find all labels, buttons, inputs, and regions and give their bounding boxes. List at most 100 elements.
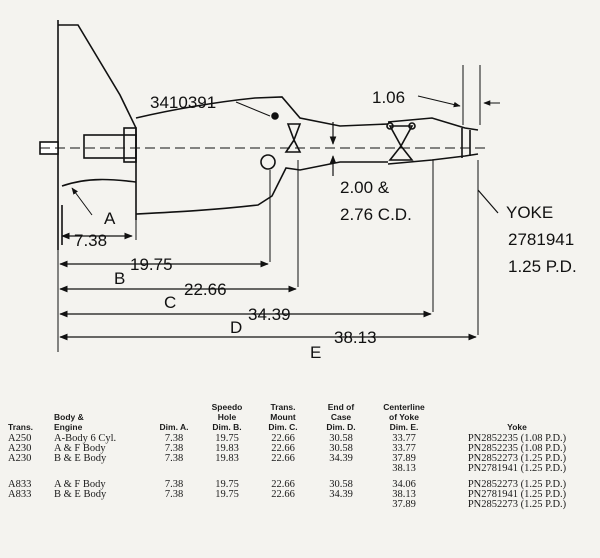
col-dim-e-line2: of Yoke bbox=[389, 412, 419, 422]
cell-dim-b: 19.75 bbox=[215, 479, 239, 490]
cell-trans bbox=[6, 464, 52, 474]
transmission-outline bbox=[39, 20, 479, 250]
cell-dim-d: 34.39 bbox=[329, 489, 353, 500]
col-yoke: Yoke bbox=[507, 422, 527, 432]
yoke-part-number: 2781941 bbox=[508, 230, 574, 249]
cell-dim-e: 33.77 bbox=[392, 443, 416, 454]
cell-body: A & F Body bbox=[54, 479, 106, 490]
table-row: A230 A & F Body 7.38 19.83 22.66 30.58 3… bbox=[6, 443, 596, 454]
cell-body bbox=[52, 464, 148, 474]
cell-dim-a: 7.38 bbox=[164, 489, 184, 500]
cell-dim-b: 19.83 bbox=[215, 453, 239, 464]
mount-offset-label-2: 2.76 C.D. bbox=[340, 205, 412, 224]
cell-dim-a: 7.38 bbox=[164, 443, 184, 454]
dimension-table-container: Trans. Body & Engine Dim. A. Speedo Hole… bbox=[6, 402, 596, 510]
col-body-line1: Body & bbox=[54, 412, 84, 422]
col-dim-d: End of Case Dim. D. bbox=[312, 402, 370, 434]
col-dim-e: Centerline of Yoke Dim. E. bbox=[370, 402, 438, 434]
dimension-table: Trans. Body & Engine Dim. A. Speedo Hole… bbox=[6, 402, 596, 510]
col-dim-b-line2: Hole bbox=[217, 412, 237, 422]
col-dim-c: Trans. Mount Dim. C. bbox=[254, 402, 312, 434]
cell-dim-e: 37.89 bbox=[392, 453, 416, 464]
dim-b-value: 19.75 bbox=[130, 255, 173, 274]
cell-dim-b: 19.75 bbox=[215, 489, 239, 500]
reference-lines bbox=[57, 65, 481, 352]
cell-dim-a bbox=[148, 500, 200, 510]
yoke-pitch-diameter: 1.25 P.D. bbox=[508, 257, 577, 276]
cell-dim-e: 38.13 bbox=[392, 489, 416, 500]
cell-dim-a: 7.38 bbox=[164, 479, 184, 490]
dim-a-letter: A bbox=[104, 209, 116, 228]
cell-body bbox=[52, 500, 148, 510]
table-header-row: Trans. Body & Engine Dim. A. Speedo Hole… bbox=[6, 402, 596, 434]
dim-d-letter: D bbox=[230, 318, 242, 337]
cell-body: A-Body 6 Cyl. bbox=[54, 433, 117, 444]
cell-dim-d: 30.58 bbox=[329, 479, 353, 490]
cell-trans: A230 bbox=[8, 443, 32, 454]
table-row: A833 A & F Body 7.38 19.75 22.66 30.58 3… bbox=[6, 474, 596, 490]
cell-dim-e: 33.77 bbox=[392, 433, 416, 444]
cell-trans: A230 bbox=[8, 453, 32, 464]
cell-trans bbox=[6, 500, 52, 510]
cell-dim-d bbox=[312, 464, 370, 474]
col-body-engine: Body & Engine bbox=[52, 402, 148, 434]
dim-a-leader bbox=[71, 187, 93, 216]
cell-trans: A250 bbox=[8, 433, 32, 444]
cell-yoke: PN2852273 (1.25 P.D.) bbox=[467, 479, 567, 490]
yoke-offset-label: 1.06 bbox=[372, 88, 405, 107]
yoke-leader bbox=[477, 189, 499, 214]
cell-dim-d: 30.58 bbox=[329, 433, 353, 444]
cell-dim-c bbox=[254, 500, 312, 510]
table-row: A250 A-Body 6 Cyl. 7.38 19.75 22.66 30.5… bbox=[6, 433, 596, 444]
col-body-line2: Engine bbox=[54, 422, 83, 432]
col-dim-d-line2: Case bbox=[330, 412, 352, 422]
cell-dim-c: 22.66 bbox=[271, 479, 295, 490]
cell-trans: A833 bbox=[8, 479, 32, 490]
table-row: 38.13 PN2781941 (1.25 P.D.) bbox=[6, 463, 596, 474]
mount-offset-label-1: 2.00 & bbox=[340, 178, 390, 197]
cell-dim-a: 7.38 bbox=[164, 453, 184, 464]
cell-dim-e: 34.06 bbox=[392, 479, 416, 490]
transmission-dimension-diagram: 3410391 1.06 2.00 & 2.76 C.D. YOKE 27819… bbox=[39, 20, 577, 362]
cell-dim-a bbox=[148, 464, 200, 474]
col-dim-e-line1: Centerline bbox=[383, 402, 425, 412]
col-dim-b-line3: Dim. B. bbox=[212, 422, 242, 432]
part-number-leader bbox=[235, 101, 271, 117]
cell-dim-c: 22.66 bbox=[271, 453, 295, 464]
cell-yoke: PN2781941 (1.25 P.D.) bbox=[467, 463, 567, 474]
dim-e-letter: E bbox=[310, 343, 321, 362]
cell-dim-a: 7.38 bbox=[164, 433, 184, 444]
col-dim-d-line1: End of bbox=[327, 402, 355, 412]
cell-dim-d bbox=[312, 500, 370, 510]
col-dim-c-line1: Trans. bbox=[270, 402, 296, 412]
col-dim-d-line3: Dim. D. bbox=[326, 422, 356, 432]
cell-yoke: PN2781941 (1.25 P.D.) bbox=[467, 489, 567, 500]
cell-yoke: PN2852235 (1.08 P.D.) bbox=[467, 433, 567, 444]
col-dim-e-line3: Dim. E. bbox=[389, 422, 419, 432]
yoke-offset-arrow-left bbox=[417, 95, 461, 108]
col-dim-c-line3: Dim. C. bbox=[268, 422, 298, 432]
dim-b-letter: B bbox=[114, 269, 125, 288]
dim-d-value: 34.39 bbox=[248, 305, 291, 324]
cell-dim-c: 22.66 bbox=[271, 443, 295, 454]
col-dim-b-line1: Speedo bbox=[211, 402, 243, 412]
table-row: 37.89 PN2852273 (1.25 P.D.) bbox=[6, 499, 596, 510]
part-number-label: 3410391 bbox=[150, 93, 216, 112]
dim-a-value: 7.38 bbox=[74, 231, 107, 250]
table-row: A833 B & E Body 7.38 19.75 22.66 34.39 3… bbox=[6, 489, 596, 500]
col-dim-b: Speedo Hole Dim. B. bbox=[200, 402, 254, 434]
cell-dim-e: 37.89 bbox=[392, 499, 416, 510]
cell-dim-b bbox=[200, 464, 254, 474]
col-dim-a: Dim. A. bbox=[148, 402, 200, 434]
dim-e-value: 38.13 bbox=[334, 328, 377, 347]
yoke-label: YOKE bbox=[506, 203, 553, 222]
cell-dim-d: 30.58 bbox=[329, 443, 353, 454]
cell-dim-d: 34.39 bbox=[329, 453, 353, 464]
cell-dim-c: 22.66 bbox=[271, 489, 295, 500]
dim-c-value: 22.66 bbox=[184, 280, 227, 299]
cell-yoke: PN2852235 (1.08 P.D.) bbox=[467, 443, 567, 454]
col-dim-c-line2: Mount bbox=[270, 412, 296, 422]
cell-dim-c: 22.66 bbox=[271, 433, 295, 444]
cell-yoke: PN2852273 (1.25 P.D.) bbox=[467, 453, 567, 464]
cell-body: B & E Body bbox=[54, 489, 107, 500]
